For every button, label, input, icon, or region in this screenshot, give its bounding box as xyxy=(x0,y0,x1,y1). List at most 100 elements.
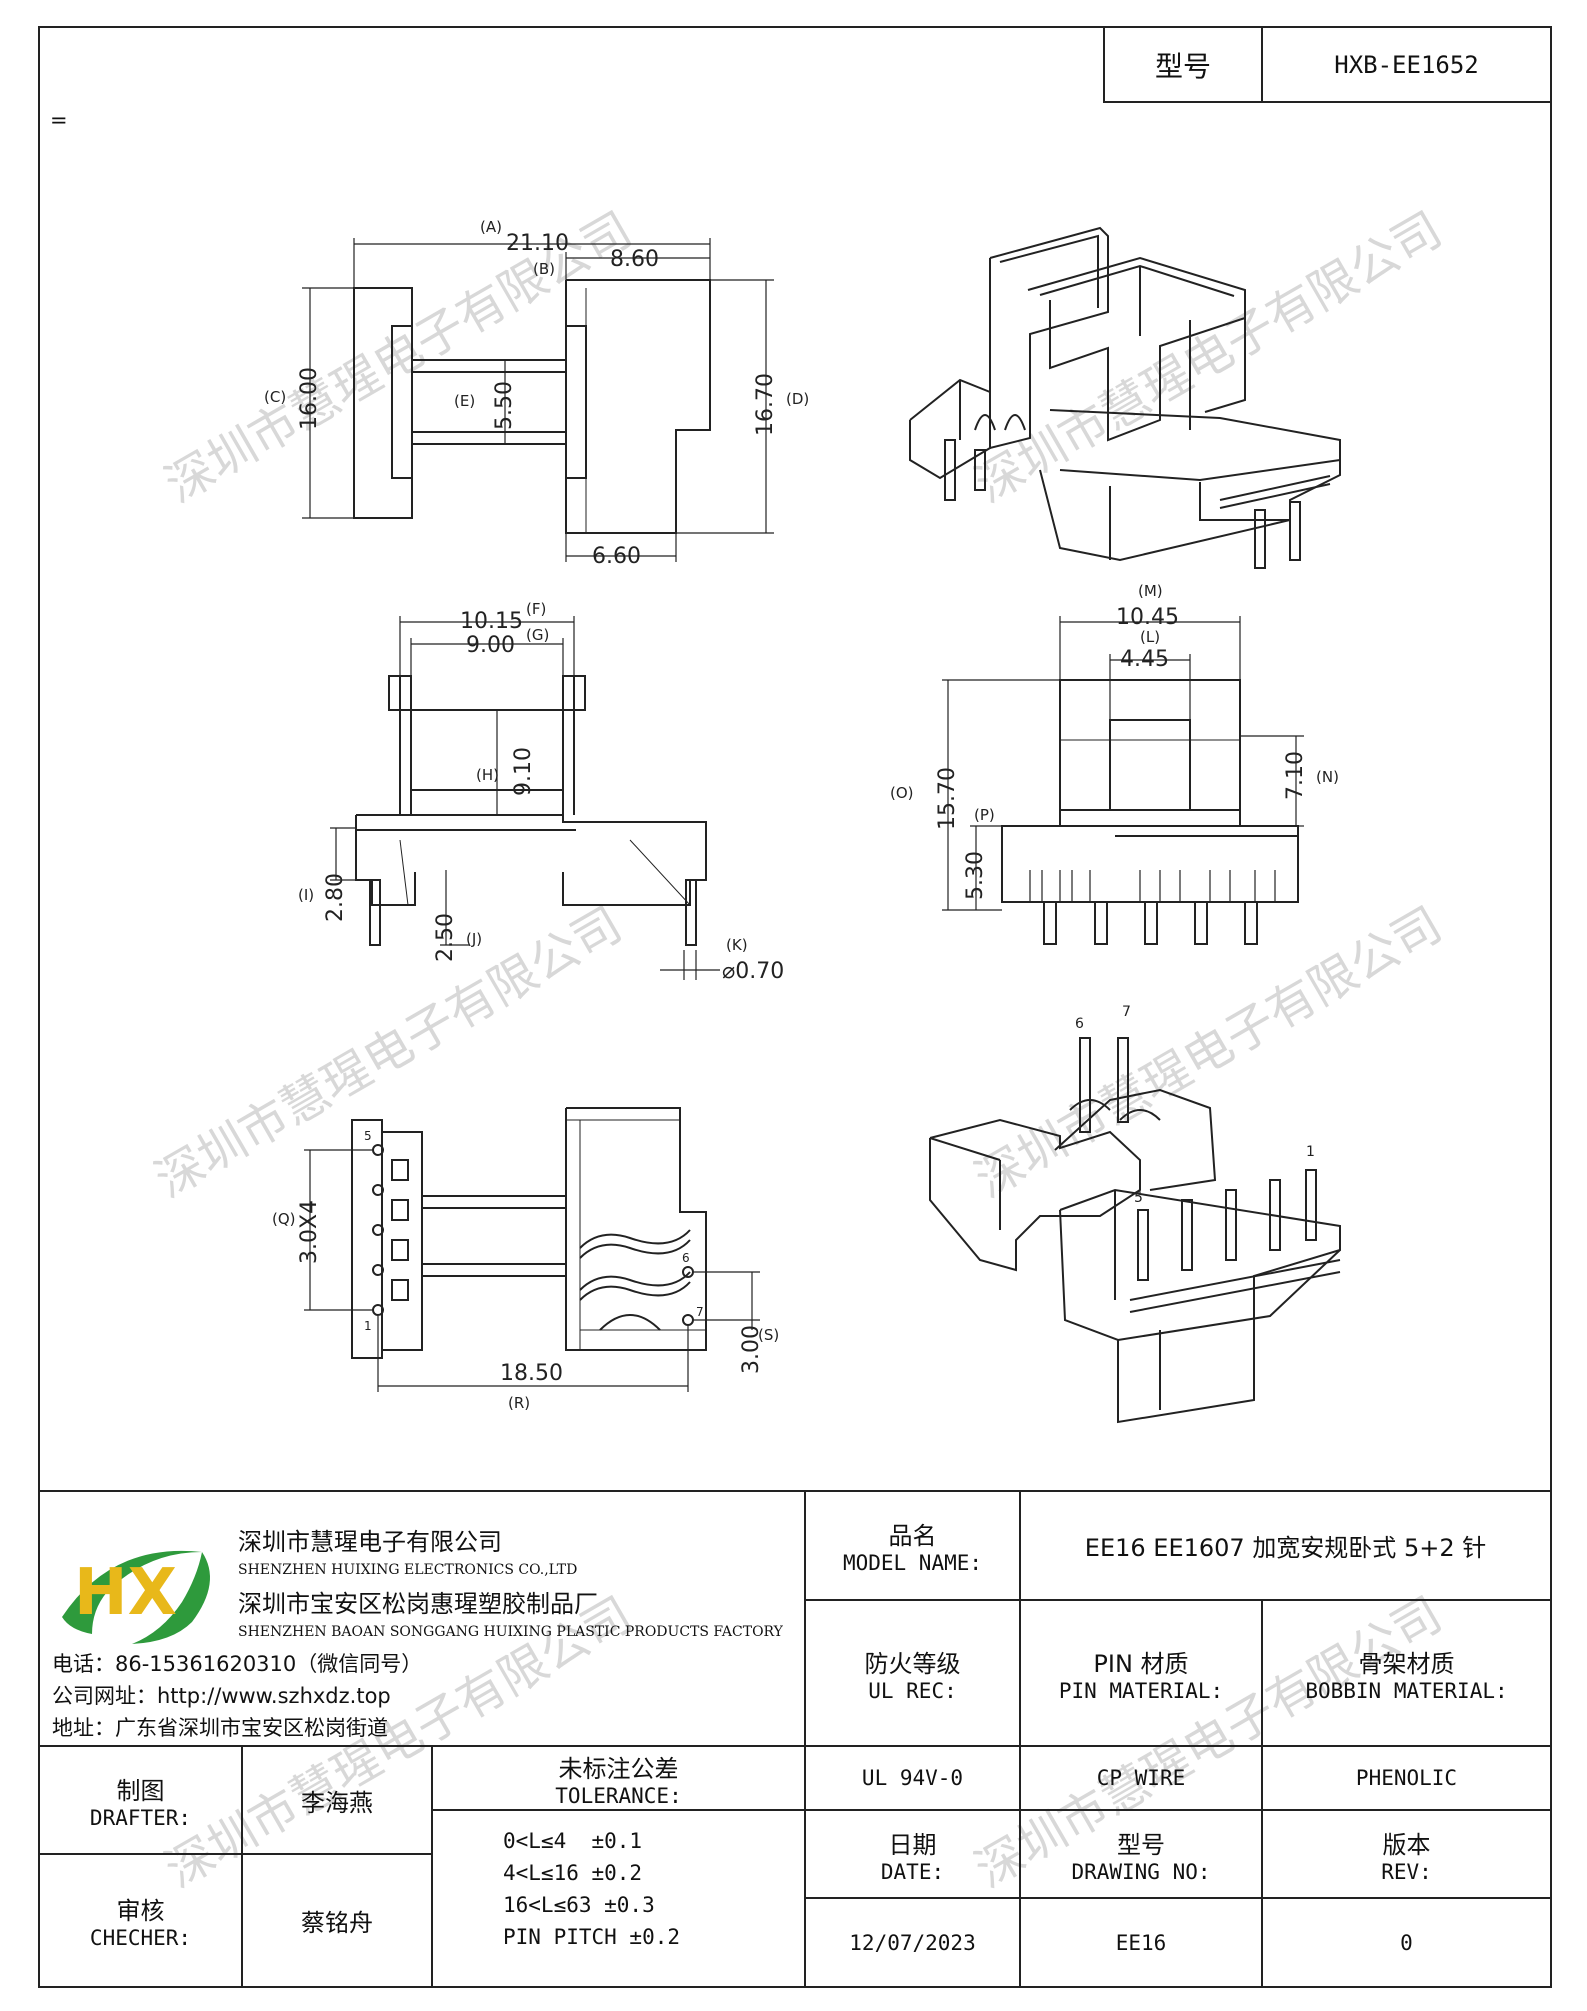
dim-I-label: (I) xyxy=(298,886,314,904)
date-value-cell: 12/07/2023 xyxy=(804,1897,1021,1988)
rev-label-cell: 版本 REV: xyxy=(1261,1809,1552,1899)
bobbin-en: BOBBIN MATERIAL: xyxy=(1305,1678,1508,1703)
date-en: DATE: xyxy=(880,1859,945,1884)
rev-en: REV: xyxy=(1381,1859,1432,1884)
technical-drawing: (A) 21.10 (B) 8.60 (C) 16.00 (D) 16.70 (… xyxy=(264,218,1341,1424)
tolerance-cn: 未标注公差 xyxy=(558,1754,679,1783)
company-address: 地址：广东省深圳市宝安区松岗街道 xyxy=(52,1716,388,1740)
dim-P-value: 5.30 xyxy=(963,851,988,900)
pin-1-iso: 1 xyxy=(1306,1144,1315,1160)
checker-label-cell: 审核 CHECHER: xyxy=(38,1853,243,1988)
bobbin-value: PHENOLIC xyxy=(1355,1766,1458,1790)
tolerance-line-4: PIN PITCH ±0.2 xyxy=(503,1925,681,1949)
ul-value-cell: UL 94V-0 xyxy=(804,1745,1021,1811)
pin-6-bottom: 6 xyxy=(682,1251,690,1265)
dim-R-label: (R) xyxy=(508,1394,530,1412)
model-label: 型号 xyxy=(1154,49,1211,83)
model-value: HXB-EE1652 xyxy=(1334,50,1479,79)
company-name-cn: 深圳市慧瑆电子有限公司 xyxy=(238,1528,502,1556)
dim-E-value: 5.50 xyxy=(492,381,517,430)
dim-N-label: (N) xyxy=(1316,768,1339,786)
bobbin-material-label-cell: 骨架材质 BOBBIN MATERIAL: xyxy=(1261,1599,1552,1747)
dim-O-label: (O) xyxy=(890,784,914,802)
company-website[interactable]: 公司网址：http://www.szhxdz.top xyxy=(52,1684,391,1708)
model-name-value: EE16 EE1607 加宽安规卧式 5+2 针 xyxy=(1084,1534,1487,1562)
dim-S-value: 3.00 xyxy=(739,1325,764,1374)
factory-name-cn: 深圳市宝安区松岗惠瑆塑胶制品厂 xyxy=(238,1590,598,1618)
dim-M-label: (M) xyxy=(1138,582,1163,600)
dim-D-value: 16.70 xyxy=(753,373,778,436)
pin-7-iso: 7 xyxy=(1122,1004,1131,1020)
dim-R-value: 18.50 xyxy=(500,1361,563,1386)
bottom-view xyxy=(304,1107,760,1392)
checker-cn: 审核 xyxy=(116,1897,165,1925)
company-logo-icon: HX xyxy=(62,1550,210,1644)
pin-1-bottom: 1 xyxy=(364,1319,372,1333)
dim-K-value: ⌀0.70 xyxy=(722,959,784,984)
bobbin-value-cell: PHENOLIC xyxy=(1261,1745,1552,1811)
front-view xyxy=(330,616,720,980)
drawing-no-value-cell: EE16 xyxy=(1019,1897,1263,1988)
dim-B-value: 8.60 xyxy=(610,247,659,272)
ul-cn: 防火等级 xyxy=(864,1649,961,1678)
logo-letter-text: HX xyxy=(74,1556,177,1630)
dim-C-value: 16.00 xyxy=(297,367,322,430)
dim-J-label: (J) xyxy=(466,930,482,948)
tolerance-line-2: 4<L≤16 ±0.2 xyxy=(503,1861,643,1885)
dim-D-label: (D) xyxy=(786,390,809,408)
drawing-no-value: EE16 xyxy=(1115,1930,1167,1955)
drawing-no-cn: 型号 xyxy=(1117,1830,1165,1859)
dim-L-label: (L) xyxy=(1140,628,1160,646)
dim-K-label: (K) xyxy=(726,936,748,954)
drafter-cn: 制图 xyxy=(116,1776,165,1805)
date-cn: 日期 xyxy=(888,1830,937,1859)
drawing-no-en: DRAWING NO: xyxy=(1071,1859,1211,1884)
tolerance-line-3: 16<L≤63 ±0.3 xyxy=(503,1893,655,1917)
top-view xyxy=(302,238,774,562)
drafter-en: DRAFTER: xyxy=(89,1805,192,1830)
tolerance-values-cell: 0<L≤4 ±0.1 4<L≤16 ±0.2 16<L≤63 ±0.3 PIN … xyxy=(431,1809,806,1988)
date-value: 12/07/2023 xyxy=(849,1930,976,1955)
pin-material-label-cell: PIN 材质 PIN MATERIAL: xyxy=(1019,1599,1263,1747)
model-name-en: MODEL NAME: xyxy=(842,1551,983,1575)
dim-H-value: 9.10 xyxy=(511,747,536,796)
ul-label-cell: 防火等级 UL REC: xyxy=(804,1599,1021,1747)
dim-F-label: (F) xyxy=(526,600,546,618)
rev-cn: 版本 xyxy=(1382,1830,1431,1859)
rev-value-cell: 0 xyxy=(1261,1897,1552,1988)
model-name-value-cell: EE16 EE1607 加宽安规卧式 5+2 针 xyxy=(1019,1490,1552,1601)
pin-7-bottom: 7 xyxy=(696,1305,704,1319)
factory-name-en: SHENZHEN BAOAN SONGGANG HUIXING PLASTIC … xyxy=(238,1624,783,1640)
checker-name-cell: 蔡铭舟 xyxy=(241,1853,433,1988)
side-view xyxy=(942,616,1304,945)
checker-en: CHECHER: xyxy=(89,1926,192,1950)
ul-value: UL 94V-0 xyxy=(861,1766,964,1790)
pin-6-iso: 6 xyxy=(1075,1016,1084,1032)
drafter-label-cell: 制图 DRAFTER: xyxy=(38,1745,243,1855)
iso-view-top xyxy=(909,226,1341,569)
checker-name: 蔡铭舟 xyxy=(301,1909,373,1937)
drafter-name-cell: 李海燕 xyxy=(241,1745,433,1855)
pin-value: CP WIRE xyxy=(1096,1766,1186,1790)
dim-A-label: (A) xyxy=(480,218,502,236)
model-value-cell: HXB-EE1652 xyxy=(1261,26,1552,103)
dim-Q-value: 3.0X4 xyxy=(297,1200,322,1264)
dim-P-label: (P) xyxy=(974,806,995,824)
dim-E-label: (E) xyxy=(454,392,475,410)
dim-Q-label: (Q) xyxy=(272,1210,296,1228)
drafter-name: 李海燕 xyxy=(301,1788,373,1817)
dim-bottom-value: 6.60 xyxy=(592,544,641,569)
dim-L-value: 4.45 xyxy=(1120,647,1169,672)
model-name-label-cell: 品名 MODEL NAME: xyxy=(804,1490,1021,1601)
dim-F-value: 10.15 xyxy=(460,609,523,634)
iso-view-bottom xyxy=(929,1037,1341,1424)
tolerance-en: TOLERANCE: xyxy=(555,1783,682,1808)
dim-H-label: (H) xyxy=(476,766,499,784)
dim-A-value: 21.10 xyxy=(506,231,569,256)
title-block-top-rule xyxy=(38,1490,1552,1492)
dim-S-label: (S) xyxy=(758,1326,779,1344)
header-mark: = xyxy=(50,108,68,132)
dim-I-value: 2.80 xyxy=(323,873,348,922)
drawing-no-label-cell: 型号 DRAWING NO: xyxy=(1019,1809,1263,1899)
dim-G-value: 9.00 xyxy=(466,633,515,658)
